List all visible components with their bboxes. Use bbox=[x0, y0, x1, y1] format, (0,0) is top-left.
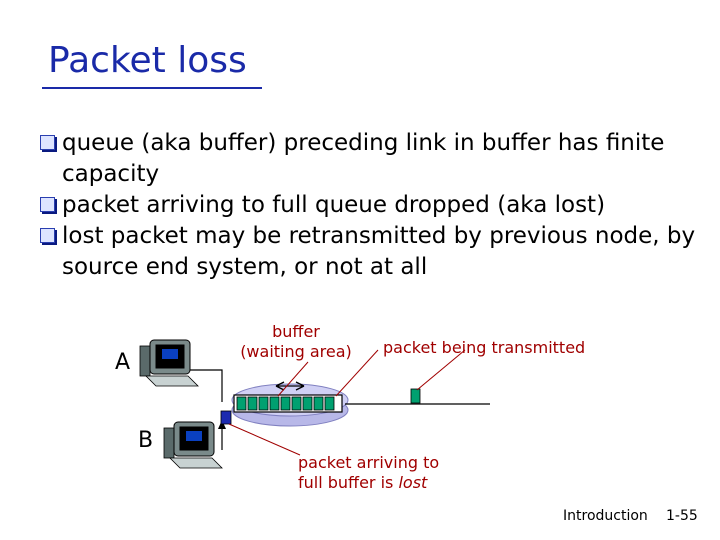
transmitted-pointer bbox=[416, 349, 466, 391]
arrow-up-icon bbox=[218, 420, 226, 429]
transmitted-packet bbox=[410, 388, 421, 404]
buffer-pointer bbox=[277, 361, 309, 397]
host-a-label: A bbox=[115, 350, 131, 375]
link-a bbox=[190, 369, 223, 402]
queued-packet bbox=[280, 396, 291, 411]
queued-packet bbox=[236, 396, 247, 411]
buffer-label: buffer (waiting area) bbox=[234, 322, 358, 362]
arriving-label-emphasis: lost bbox=[398, 473, 428, 492]
arriving-label: packet arriving to full buffer is lost bbox=[298, 453, 439, 493]
checkbox-bullet-icon bbox=[40, 135, 55, 150]
computer-icon-host-a bbox=[139, 339, 199, 387]
arriving-pointer bbox=[228, 423, 301, 456]
computer-icon-host-b bbox=[163, 421, 223, 469]
bullet-text: packet arriving to full queue dropped (a… bbox=[62, 192, 606, 218]
arriving-label-line: packet arriving to bbox=[298, 453, 440, 472]
queued-packet bbox=[269, 396, 280, 411]
arriving-packet bbox=[220, 410, 232, 425]
arriving-label-line: full buffer is lost bbox=[298, 473, 439, 493]
bullet-item: packet arriving to full queue dropped (a… bbox=[40, 190, 710, 221]
buffer-queue bbox=[233, 394, 343, 413]
bullet-list: queue (aka buffer) preceding link in buf… bbox=[40, 128, 710, 283]
queued-packet bbox=[313, 396, 324, 411]
transmitted-label: packet being transmitted bbox=[383, 338, 586, 357]
buffer-label-line: (waiting area) bbox=[240, 342, 352, 361]
queued-packet bbox=[324, 396, 335, 411]
arriving-label-prefix: full buffer is bbox=[298, 473, 399, 492]
queued-packet bbox=[247, 396, 258, 411]
buffer-label-line: buffer bbox=[272, 322, 320, 341]
queued-packet bbox=[302, 396, 313, 411]
buffer-pointer bbox=[335, 349, 379, 397]
queued-packet bbox=[258, 396, 269, 411]
checkbox-bullet-icon bbox=[40, 228, 55, 243]
queued-packet bbox=[291, 396, 302, 411]
bullet-item: lost packet may be retransmitted by prev… bbox=[40, 221, 710, 283]
bullet-text: queue (aka buffer) preceding link in buf… bbox=[62, 130, 665, 187]
title-underline bbox=[42, 87, 262, 89]
slide-title: Packet loss bbox=[48, 40, 247, 81]
footer-section: Introduction bbox=[563, 508, 648, 524]
host-b-label: B bbox=[138, 428, 154, 453]
bullet-item: queue (aka buffer) preceding link in buf… bbox=[40, 128, 710, 190]
checkbox-bullet-icon bbox=[40, 197, 55, 212]
footer-page-number: 1-55 bbox=[666, 508, 698, 524]
bullet-text: lost packet may be retransmitted by prev… bbox=[62, 223, 696, 280]
